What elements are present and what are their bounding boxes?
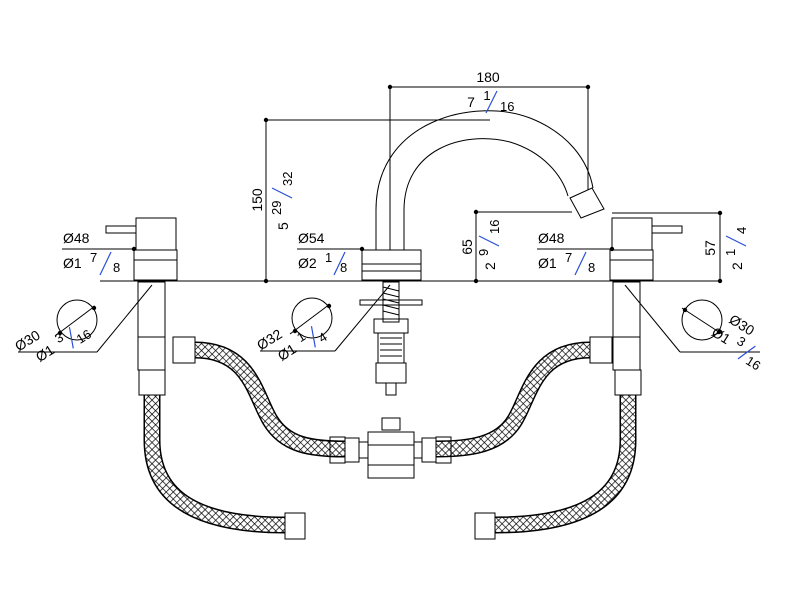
left-handle-dia-imperial-num: 7 (90, 250, 97, 265)
dim-line-spout-height (473, 209, 572, 284)
left-handle-dia-metric: Ø48 (63, 230, 90, 246)
left-handle-dia-imperial-den: 8 (113, 260, 120, 275)
spout-height-metric: 65 (459, 239, 475, 255)
right-handle-dia-imperial-den: 8 (588, 260, 595, 275)
right-hole-dia-imperial-den: 16 (743, 353, 763, 373)
spout-height-imperial-whole: 2 (482, 262, 498, 270)
handle-height-imperial-whole: 2 (729, 262, 745, 270)
center-hole-dia-imperial-whole: Ø1 (275, 340, 299, 364)
right-hole-circle (624, 284, 760, 353)
spout-base-dia-metric: Ø54 (298, 230, 325, 246)
total-height-imperial-den: 32 (280, 172, 295, 186)
right-hole-dia-imperial-num: 3 (734, 333, 748, 350)
left-hole-dia-imperial-whole: Ø1 (33, 341, 57, 365)
spout-reach-metric: 180 (476, 69, 500, 85)
left-hole-dia-imperial-den: 16 (74, 326, 94, 346)
right-handle (609, 217, 683, 371)
spout-reach-imperial-den: 16 (500, 99, 514, 114)
right-handle-dia-imperial-num: 7 (565, 250, 572, 265)
dim-line-left-handle-dia (62, 246, 137, 252)
handle-height-imperial-num: 1 (723, 249, 738, 256)
spout-base-dia-imperial-num: 1 (325, 250, 332, 265)
spout-base-dia-imperial-den: 8 (340, 260, 347, 275)
right-handle-dia-metric: Ø48 (538, 230, 565, 246)
spout-reach-imperial-whole: 7 (467, 94, 475, 110)
handle-height-metric: 57 (702, 240, 718, 256)
spout-height-imperial-num: 9 (476, 249, 491, 256)
left-hole-circle (18, 284, 153, 353)
left-handle (105, 217, 178, 371)
center-hole-circle (260, 284, 391, 352)
right-handle-dia-imperial-whole: Ø1 (538, 255, 557, 271)
center-shank-assembly (344, 281, 437, 479)
braided-hoses (143, 341, 637, 534)
right-hole-dia-imperial-whole: Ø1 (709, 324, 733, 348)
spout-base-dia-imperial-whole: Ø2 (298, 255, 317, 271)
center-hole-dia-imperial-den: 4 (316, 329, 330, 346)
spout-height-imperial-den: 16 (487, 220, 502, 234)
left-handle-dia-imperial-whole: Ø1 (63, 255, 82, 271)
dim-line-handle-height (612, 210, 723, 284)
spout (361, 110, 605, 281)
left-hole-dia-imperial-num: 3 (52, 330, 66, 347)
total-height-imperial-num: 29 (269, 201, 284, 215)
total-height-metric: 150 (249, 188, 265, 212)
handle-height-imperial-den: 4 (734, 227, 749, 234)
dim-line-right-handle-dia (537, 246, 615, 252)
dim-line-total-height (263, 117, 490, 284)
hose-fittings (138, 336, 642, 540)
spout-reach-imperial-num: 1 (483, 88, 490, 103)
dim-line-spout-base-dia (297, 246, 365, 252)
total-height-imperial-whole: 5 (275, 222, 291, 230)
dim-line-spout-reach (387, 84, 591, 250)
